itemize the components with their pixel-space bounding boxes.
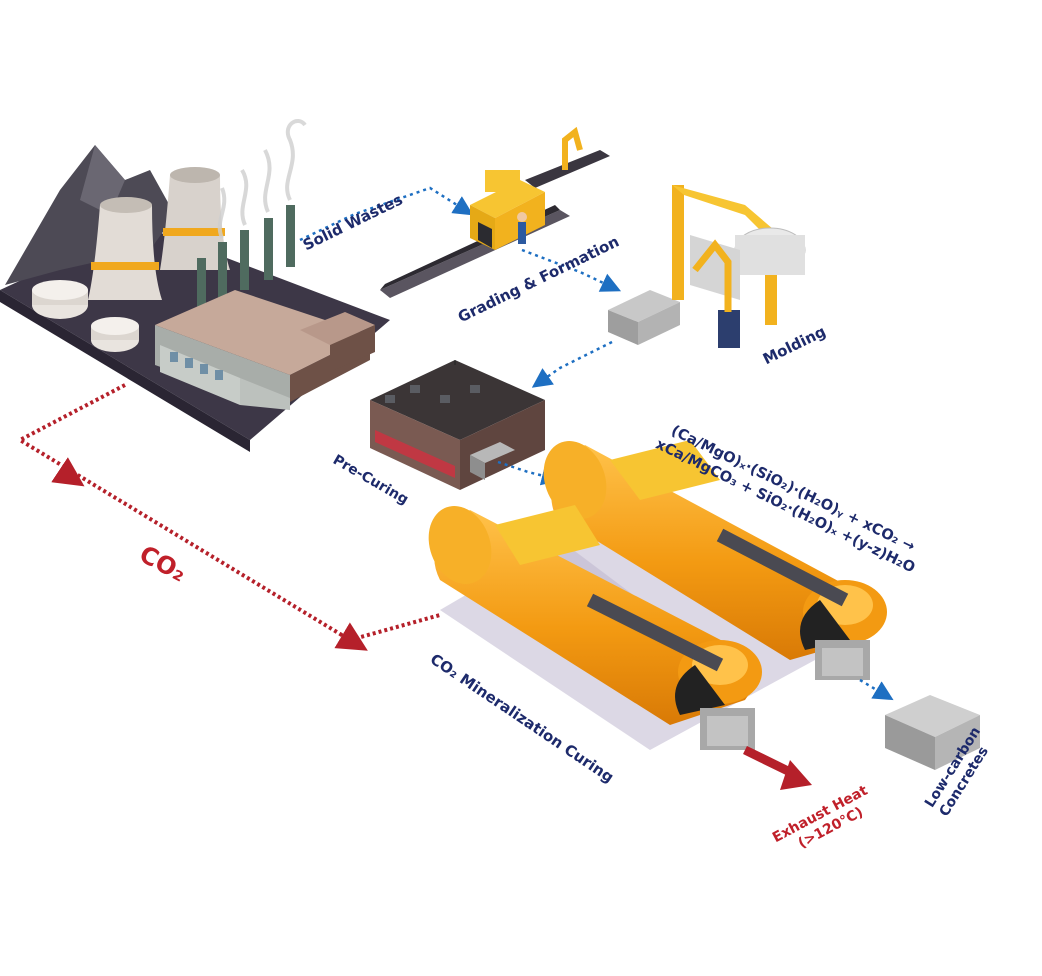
cooling-tower-right (160, 167, 230, 270)
exhaust-heat-arrow (743, 745, 792, 777)
molding-to-precuring-flow (531, 340, 613, 388)
smoke (217, 119, 307, 239)
co2-arrow (51, 457, 85, 487)
tank-to-concrete-flow (859, 678, 894, 701)
plant-building (155, 290, 375, 410)
pre-curing-building (370, 360, 545, 490)
mountain-highlight (80, 145, 125, 215)
low-carbon-concrete-blocks (885, 695, 980, 770)
grading-conveyor (380, 126, 610, 298)
co2-arrow (334, 622, 368, 651)
solid-wastes-flow (299, 186, 474, 242)
molding-station (608, 185, 806, 348)
cooling-tower-left (88, 197, 162, 300)
curing-tank-back (530, 440, 887, 690)
chimneys (197, 205, 295, 318)
curing-tank-front (428, 505, 762, 750)
plant-ground-edge (0, 290, 250, 452)
exhaust-heat-arrowhead (780, 760, 812, 790)
grading-to-molding-flow (521, 248, 622, 292)
power-plant (0, 119, 390, 452)
